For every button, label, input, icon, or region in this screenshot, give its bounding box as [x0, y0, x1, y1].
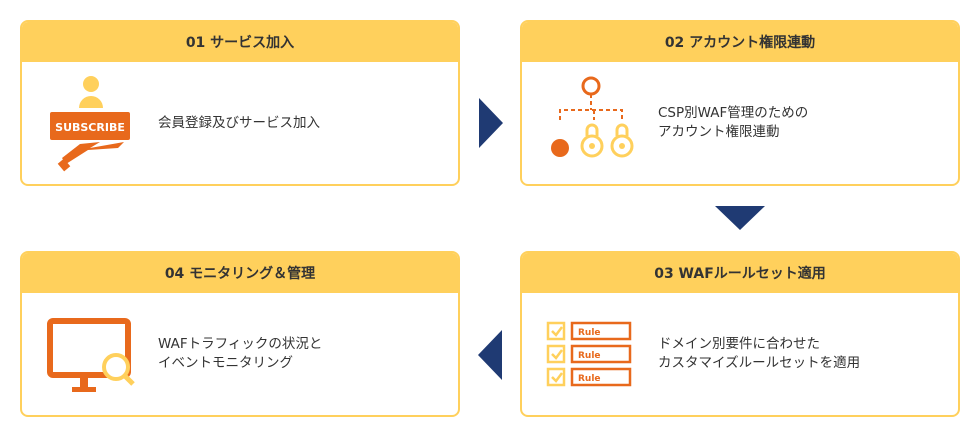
subscribe-label: SUBSCRIBE [55, 121, 125, 134]
arrow-right-icon [479, 98, 503, 148]
arrow-left-icon [478, 330, 502, 380]
rule-label: Rule [578, 351, 601, 361]
step-card-01: 01 サービス加入 SUBSCRIBE 会員登録及びサービス加入 [20, 20, 460, 186]
step-description: カスタマイズルールセットを適用 [658, 355, 861, 371]
step-description: イベントモニタリング [158, 355, 293, 371]
step-description: ドメイン別要件に合わせた [658, 336, 820, 352]
step-description: アカウント権限連動 [658, 124, 780, 140]
subscribe-icon: SUBSCRIBE [50, 76, 130, 172]
ruleset-checklist-icon: Rule Rule Rule [546, 321, 632, 387]
step-card-02: 02 アカウント権限連動 CSP別WAF管理のためのアカウント権限連動 [520, 20, 960, 186]
step-description: 会員登録及びサービス加入 [158, 114, 320, 131]
step-card-03: 03 WAFルールセット適用 Rule Rule Rule ドメイン別要件に合わ… [520, 251, 960, 417]
rule-label: Rule [578, 328, 601, 338]
account-hierarchy-icon [551, 76, 634, 158]
step-description: CSP別WAF管理のための [658, 105, 809, 121]
step-title: 04 モニタリング＆管理 [22, 253, 458, 293]
step-card-04: 04 モニタリング＆管理 WAFトラフィックの状況とイベントモニタリング [20, 251, 460, 417]
rule-label: Rule [578, 374, 601, 384]
step-description: WAFトラフィックの状況と [158, 336, 323, 352]
monitor-search-icon [47, 318, 135, 392]
step-title: 03 WAFルールセット適用 [522, 253, 958, 293]
arrow-down-icon [715, 206, 765, 230]
step-title: 02 アカウント権限連動 [522, 22, 958, 62]
step-title: 01 サービス加入 [22, 22, 458, 62]
